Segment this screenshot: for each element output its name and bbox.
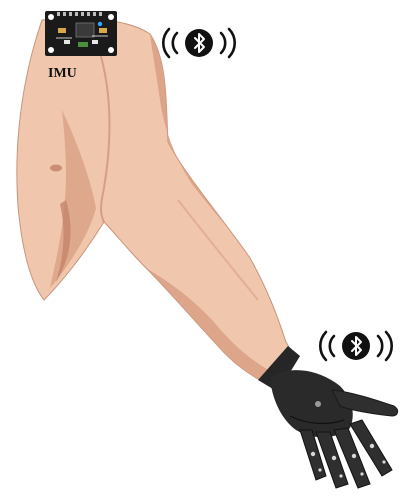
imu-chip — [76, 23, 94, 37]
mount-hole — [48, 47, 54, 53]
imu-label: IMU — [48, 66, 77, 81]
chest-mark — [50, 165, 62, 172]
palm-knuckle — [315, 401, 321, 407]
mount-hole — [108, 14, 114, 20]
prosthetic-hand — [258, 346, 398, 488]
bluetooth-icon — [163, 29, 234, 57]
mount-hole — [48, 14, 54, 20]
imu-sensor-board — [45, 11, 117, 56]
bluetooth-icon — [320, 332, 391, 360]
mount-hole — [108, 47, 114, 53]
